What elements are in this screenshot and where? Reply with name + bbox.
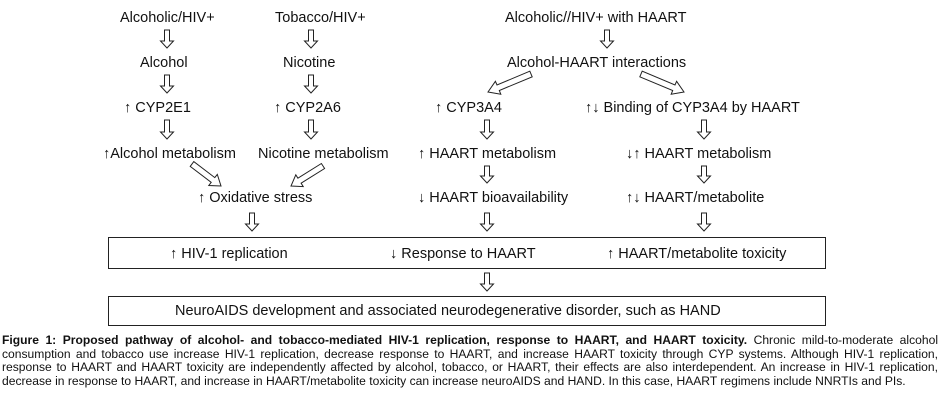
arrow-haart-to-interactions xyxy=(599,29,615,49)
caption-label: Figure 1: Proposed pathway of alcohol- a… xyxy=(2,333,748,347)
node-nicotine-metabolism: Nicotine metabolism xyxy=(258,146,389,162)
node-oxidative-stress: ↑ Oxidative stress xyxy=(198,190,313,206)
arrow-oxstress-to-box xyxy=(244,212,260,232)
pathway-diagram: Alcoholic/HIV+ Tobacco/HIV+ Alcoholic//H… xyxy=(103,10,826,326)
node-haart-bioavailability: ↓ HAART bioavailability xyxy=(418,190,569,206)
neuroaids-box xyxy=(108,296,826,326)
outcomes-box xyxy=(108,237,826,269)
arrow-nicmetab-to-oxstress xyxy=(290,162,326,188)
node-metabolite-toxicity: ↑ HAART/metabolite toxicity xyxy=(607,246,787,262)
node-alcoholic-haart: Alcoholic//HIV+ with HAART xyxy=(505,10,687,26)
caption-text: Chronic mild-to-moderate alcohol consump… xyxy=(2,333,939,388)
node-hiv-replication: ↑ HIV-1 replication xyxy=(170,246,288,262)
arrow-alcmetab-to-oxstress xyxy=(189,160,222,187)
arrow-cyp3a4-to-metabolism xyxy=(479,119,495,140)
arrow-cyp2e1-to-metabolism xyxy=(159,119,175,140)
arrow-metabolism-to-bioavail xyxy=(479,165,495,184)
arrow-alcoholic-to-alcohol xyxy=(159,29,175,49)
node-neuroaids: NeuroAIDS development and associated neu… xyxy=(175,303,721,319)
arrow-alcohol-to-cyp2e1 xyxy=(159,74,175,94)
arrow-nicotine-to-cyp2a6 xyxy=(303,74,319,94)
arrow-metabolite-to-box xyxy=(696,212,712,232)
arrow-interactions-to-cyp3a4 xyxy=(487,70,533,95)
node-cyp2e1: ↑ CYP2E1 xyxy=(124,100,191,116)
arrow-interactions-to-binding xyxy=(639,70,685,95)
node-haart-metabolite: ↑↓ HAART/metabolite xyxy=(626,190,765,206)
arrow-tobacco-to-nicotine xyxy=(303,29,319,49)
arrow-binding-to-metabolism xyxy=(696,119,712,140)
arrow-cyp2a6-to-metabolism xyxy=(303,119,319,140)
node-response-haart: ↓ Response to HAART xyxy=(390,246,536,262)
node-alcohol-metabolism: ↑Alcohol metabolism xyxy=(103,146,236,162)
figure-caption: Figure 1: Proposed pathway of alcohol- a… xyxy=(2,333,939,388)
node-alcohol: Alcohol xyxy=(140,55,188,71)
arrow-bioavail-to-box xyxy=(479,212,495,232)
arrow-box-to-neuroaids xyxy=(479,272,495,292)
arrow-mixedmetab-to-metabolite xyxy=(696,165,712,184)
node-tobacco-hiv: Tobacco/HIV+ xyxy=(275,10,366,26)
arrows-layer xyxy=(159,29,712,292)
node-haart-metabolism-mixed: ↓↑ HAART metabolism xyxy=(626,146,772,162)
node-cyp2a6: ↑ CYP2A6 xyxy=(274,100,341,116)
node-nicotine: Nicotine xyxy=(283,55,336,71)
node-binding-cyp3a4: ↑↓ Binding of CYP3A4 by HAART xyxy=(585,100,800,116)
node-cyp3a4: ↑ CYP3A4 xyxy=(435,100,502,116)
node-alcoholic-hiv: Alcoholic/HIV+ xyxy=(120,10,215,26)
node-haart-metabolism-up: ↑ HAART metabolism xyxy=(418,146,557,162)
node-alcohol-haart-interactions: Alcohol-HAART interactions xyxy=(507,55,687,71)
